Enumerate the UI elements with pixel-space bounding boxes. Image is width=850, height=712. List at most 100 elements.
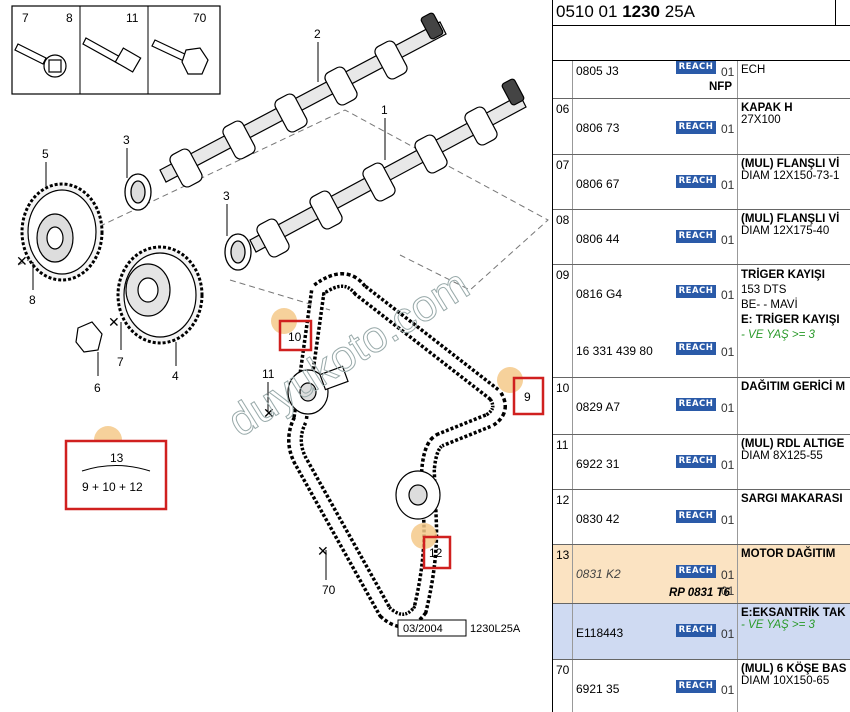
table-row[interactable]: 0805 J3 REACH NFP ECH 01: [553, 61, 850, 99]
part-qty: 01: [721, 458, 735, 472]
reach-badge: REACH: [676, 230, 716, 243]
cross-mark-8: ✕: [16, 253, 28, 269]
part-desc-title: TRİGER KAYIŞI: [741, 269, 825, 281]
row-number: 06: [553, 99, 573, 154]
cap-6: [75, 321, 103, 353]
reach-badge: REACH: [676, 510, 716, 523]
footer-date: 03/2004: [403, 623, 443, 635]
reach-badge: REACH: [676, 565, 716, 578]
part-qty-alt: 01: [721, 584, 735, 598]
diagram-footer: 03/2004 1230L25A: [397, 619, 521, 637]
callout-8: 8: [29, 293, 36, 307]
part-desc-title: KAPAK H: [741, 102, 793, 114]
parts-table: 0510 01 1230 25A 0805 J3 REACH NFP ECH 0…: [552, 0, 850, 712]
row-number: 07: [553, 155, 573, 209]
highlight-callout-9: 9: [512, 376, 545, 416]
table-row[interactable]: 09 0816 G4 REACH 16 331 439 80 REACH 01 …: [553, 265, 850, 378]
part-qty-alt: 01: [721, 345, 735, 359]
cross-mark-11: ✕: [263, 405, 275, 421]
callout-10-text: 10: [288, 330, 302, 344]
kit-formula: 9 + 10 + 12: [82, 480, 143, 494]
part-code: 0806 73: [576, 121, 620, 135]
part-qty: 01: [721, 627, 735, 641]
table-row-highlighted[interactable]: 13 0831 K2 REACH RP 0831 T6 01 01 MOTOR …: [553, 545, 850, 604]
part-desc-title: (MUL) FLANŞLI Vİ: [741, 213, 840, 225]
part-desc: ECH: [741, 64, 766, 76]
cross-mark-7: ✕: [108, 314, 120, 330]
box-label-7: 7: [22, 11, 29, 25]
parts-subheader: [553, 26, 850, 61]
oil-seal-lower: [224, 233, 252, 271]
table-row-highlighted[interactable]: E118443 REACH 01 E:EKSANTRİK TAK- VE YAŞ…: [553, 604, 850, 660]
part-qty: 01: [721, 401, 735, 415]
part-code-alt: 16 331 439 80: [576, 344, 653, 358]
part-qty: 01: [721, 683, 735, 697]
box-label-11: 11: [126, 11, 139, 25]
hex-bolt-icon: [151, 39, 209, 75]
part-code: 0805 J3: [576, 64, 619, 78]
part-desc-title: (MUL) FLANŞLI Vİ: [741, 158, 840, 170]
part-code: 0816 G4: [576, 287, 623, 301]
camshaft-intake: [249, 78, 527, 258]
part-code: 0806 67: [576, 177, 620, 191]
flange-bolt-icon: [14, 43, 67, 78]
part-desc-title: (MUL) 6 KÖŞE BAS: [741, 663, 847, 675]
part-desc-title: MOTOR DAĞITIM: [741, 548, 836, 560]
variable-timing-sprocket-4: [116, 245, 204, 345]
reach-badge: REACH: [676, 121, 716, 134]
row-number: 10: [553, 378, 573, 434]
table-row[interactable]: 12 0830 42 REACH 01 SARGI MAKARASI: [553, 490, 850, 545]
camshaft-sprocket-5: [20, 182, 104, 282]
cross-mark-70: ✕: [317, 543, 329, 559]
row-number: 09: [553, 265, 573, 377]
callout-9-text: 9: [524, 390, 531, 404]
reach-badge: REACH: [676, 455, 716, 468]
part-desc-condition: - VE YAŞ >= 3: [741, 329, 815, 341]
part-code: E118443: [576, 626, 624, 640]
footer-ref: 1230L25A: [470, 623, 521, 635]
reach-badge: REACH: [676, 342, 716, 355]
fastener-legend-box: 7 8 11 70: [11, 5, 221, 95]
row-number: 08: [553, 210, 573, 264]
header-bold: 1230: [622, 2, 661, 21]
part-qty: 01: [721, 65, 735, 79]
callout-3a: 3: [123, 133, 130, 147]
kit-box-13: 13 9 + 10 + 12: [64, 439, 168, 511]
part-qty: 01: [721, 122, 735, 136]
reach-badge: REACH: [676, 680, 716, 693]
part-qty: 01: [721, 513, 735, 527]
part-code: 6921 35: [576, 682, 620, 696]
part-code: 6922 31: [576, 457, 620, 471]
row-number: 12: [553, 490, 573, 544]
callout-70: 70: [322, 583, 336, 597]
callout-2: 2: [314, 27, 321, 41]
reach-badge: REACH: [676, 398, 716, 411]
part-desc-title: SARGI MAKARASI: [741, 493, 843, 505]
part-qty: 01: [721, 233, 735, 247]
tensioner-pulley-10: [287, 365, 349, 415]
table-row[interactable]: 10 0829 A7 REACH 01 DAĞITIM GERİCİ M: [553, 378, 850, 435]
timing-belt: [287, 272, 507, 629]
part-code: 0830 42: [576, 512, 620, 526]
box-label-8: 8: [66, 11, 73, 25]
part-qty: 01: [721, 178, 735, 192]
row-number: 11: [553, 435, 573, 489]
part-code: 0831 K2: [576, 567, 621, 581]
row-number: 13: [553, 545, 573, 603]
part-desc-detail: 27X100: [741, 114, 781, 126]
part-replacement: RP 0831 T6: [669, 587, 730, 599]
part-note: NFP: [709, 81, 732, 93]
part-desc-alt-title: E: TRİGER KAYIŞI: [741, 314, 840, 326]
part-desc-detail: DIAM 12X150-73-1: [741, 170, 840, 182]
oil-seal-upper: [124, 173, 152, 211]
idler-pulley-12: [395, 470, 441, 520]
part-desc-detail: DIAM 12X175-40: [741, 225, 830, 237]
callout-6: 6: [94, 381, 101, 395]
header-prefix: 0510 01: [556, 2, 623, 21]
part-desc-detail: 153 DTS: [741, 284, 787, 296]
